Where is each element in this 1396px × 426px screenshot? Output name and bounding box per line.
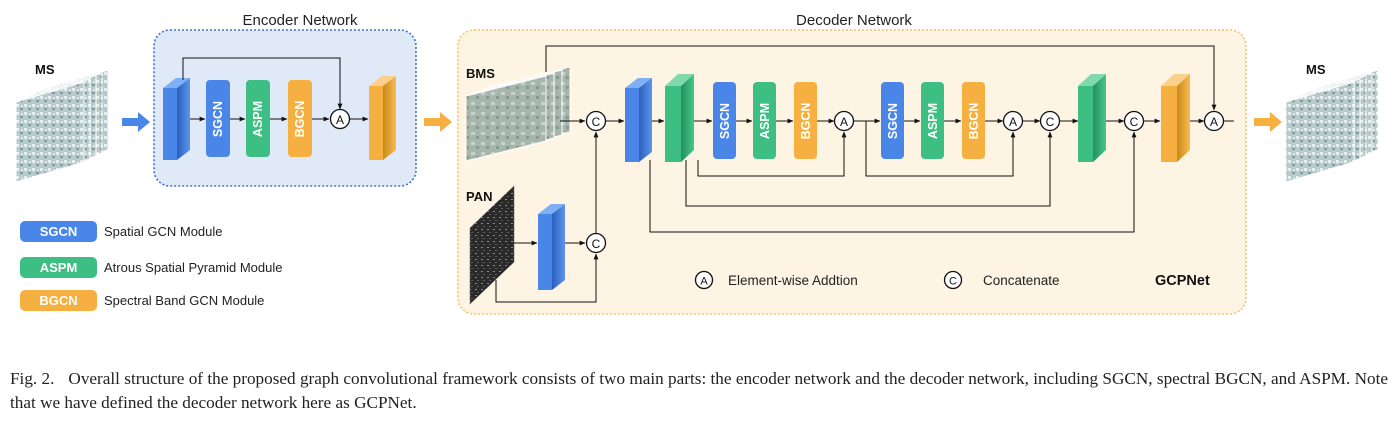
legend-bgcn-key: BGCN bbox=[39, 293, 77, 308]
decoder-bgcn-label-1: BGCN bbox=[799, 103, 813, 140]
legend-aspm-key: ASPM bbox=[40, 260, 78, 275]
decoder-bgcn-block-1 bbox=[794, 82, 817, 159]
add-node-2: A bbox=[1002, 110, 1024, 132]
encoder-aspm-block bbox=[246, 80, 270, 157]
legend-sgcn-key: SGCN bbox=[40, 224, 78, 239]
svg-text:A: A bbox=[700, 276, 708, 288]
caption-text: Overall structure of the proposed graph … bbox=[10, 369, 1388, 412]
svg-text:C: C bbox=[592, 237, 601, 251]
decoder-sgcn-block-2 bbox=[881, 82, 904, 159]
input-to-encoder-arrow bbox=[122, 112, 150, 132]
decoder-aspm-block-2 bbox=[921, 82, 944, 159]
pan-image bbox=[469, 185, 515, 305]
encoder-bgcn-block bbox=[288, 80, 312, 157]
decoder-bgcn-label-2: BGCN bbox=[967, 103, 981, 140]
svg-text:C: C bbox=[949, 276, 957, 288]
svg-text:C: C bbox=[1046, 115, 1055, 129]
decoder-aspm-block-1 bbox=[753, 82, 776, 159]
decoder-sgcn-block-1 bbox=[713, 82, 736, 159]
encoder-title: Encoder Network bbox=[242, 12, 358, 29]
decoder-sgcn-label-2: SGCN bbox=[886, 103, 900, 139]
architecture-diagram: Encoder Network Decoder Network MS SGCN … bbox=[15, 12, 1379, 315]
decoder-blue-feature-block bbox=[625, 78, 652, 162]
figure-number: Fig. 2. bbox=[10, 369, 55, 388]
decoder-aspm-label-1: ASPM bbox=[758, 103, 772, 139]
encoder-orange-output-block bbox=[369, 76, 396, 160]
decoder-orange-feature-block bbox=[1161, 74, 1190, 162]
add-node-1: A bbox=[833, 110, 855, 132]
legend-bgcn-label: Spectral Band GCN Module bbox=[104, 293, 264, 308]
concat-node-bms: C bbox=[585, 110, 607, 132]
decoder-title: Decoder Network bbox=[796, 12, 912, 29]
concat-node-1: C bbox=[1039, 110, 1061, 132]
svg-text:C: C bbox=[592, 115, 601, 129]
svg-text:C: C bbox=[1130, 115, 1139, 129]
gcpnet-label: GCPNet bbox=[1155, 273, 1210, 289]
add-legend-label: Element-wise Addtion bbox=[728, 273, 858, 288]
concat-node-pan: C bbox=[585, 232, 607, 254]
ms-output-cube bbox=[1285, 69, 1379, 183]
encoder-bgcn-label: BGCN bbox=[293, 101, 307, 138]
decoder-connectors bbox=[495, 45, 1234, 303]
add-node-final: A bbox=[1203, 110, 1225, 132]
encoder-aspm-label: ASPM bbox=[251, 101, 265, 137]
svg-text:A: A bbox=[840, 115, 848, 129]
bms-label: BMS bbox=[466, 66, 495, 81]
concat-node-2: C bbox=[1123, 110, 1145, 132]
bms-image-stack bbox=[465, 66, 571, 162]
figure-caption: Fig. 2.Overall structure of the proposed… bbox=[10, 367, 1388, 415]
ms-output-label: MS bbox=[1306, 62, 1326, 77]
concat-legend-symbol: C bbox=[943, 270, 963, 290]
add-legend-symbol: A bbox=[694, 270, 714, 290]
encoder-sgcn-block bbox=[206, 80, 230, 157]
pan-blue-feature-block bbox=[538, 204, 565, 290]
decoder-sgcn-label-1: SGCN bbox=[718, 103, 732, 139]
ms-input-label: MS bbox=[35, 62, 55, 77]
ms-input-cube bbox=[15, 69, 109, 183]
svg-text:A: A bbox=[336, 113, 344, 127]
encoder-blue-feature-block bbox=[163, 78, 190, 160]
decoder-green-feature-block-1 bbox=[665, 74, 694, 162]
encoder-add-node: A bbox=[329, 108, 351, 130]
decoder-aspm-label-2: ASPM bbox=[926, 103, 940, 139]
encoder-to-decoder-arrow bbox=[424, 112, 452, 132]
pan-label: PAN bbox=[466, 189, 492, 204]
decoder-to-output-arrow bbox=[1254, 112, 1282, 132]
encoder-sgcn-label: SGCN bbox=[211, 101, 225, 137]
decoder-frame bbox=[457, 29, 1247, 315]
legend-bgcn-swatch bbox=[20, 290, 97, 311]
legend-aspm-label: Atrous Spatial Pyramid Module bbox=[104, 260, 282, 275]
legend-sgcn-swatch bbox=[20, 221, 97, 242]
svg-text:A: A bbox=[1009, 115, 1017, 129]
decoder-green-feature-block-2 bbox=[1078, 74, 1106, 162]
concat-legend-label: Concatenate bbox=[983, 273, 1060, 288]
legend-sgcn-label: Spatial GCN Module bbox=[104, 224, 223, 239]
legend-aspm-swatch bbox=[20, 257, 97, 278]
decoder-bgcn-block-2 bbox=[962, 82, 985, 159]
svg-text:A: A bbox=[1210, 115, 1218, 129]
encoder-connectors bbox=[182, 57, 369, 122]
